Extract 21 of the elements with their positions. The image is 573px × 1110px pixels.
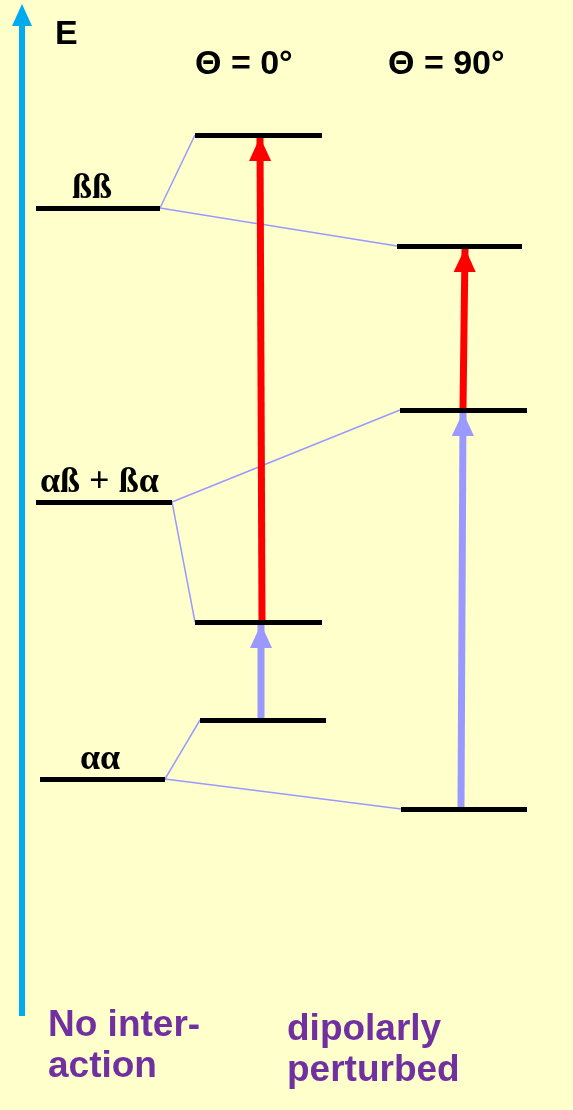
column-caption: dipolarly perturbed: [287, 1008, 461, 1090]
correlation-line: [171, 501, 196, 623]
energy-level-bar: [397, 244, 522, 249]
column-caption: No inter- action: [48, 1004, 202, 1086]
correlation-line: [159, 207, 398, 247]
angle-heading: Θ = 90°: [388, 44, 505, 82]
energy-level-bar: [400, 408, 527, 413]
correlation-line: [171, 409, 401, 503]
state-label: αα: [80, 739, 121, 775]
energy-level-bar: [401, 807, 527, 812]
correlation-line: [164, 719, 201, 780]
state-label: αß + ßα: [40, 462, 159, 498]
energy-level-bar: [195, 620, 322, 625]
correlation-line: [164, 778, 402, 810]
correlation-line: [159, 134, 196, 209]
axis-label: E: [55, 14, 78, 52]
energy-level-bar: [200, 718, 326, 723]
state-label: ßß: [72, 168, 113, 204]
angle-heading: Θ = 0°: [195, 44, 293, 82]
energy-level-bar: [195, 133, 322, 138]
transition-arrow: [453, 248, 476, 409]
